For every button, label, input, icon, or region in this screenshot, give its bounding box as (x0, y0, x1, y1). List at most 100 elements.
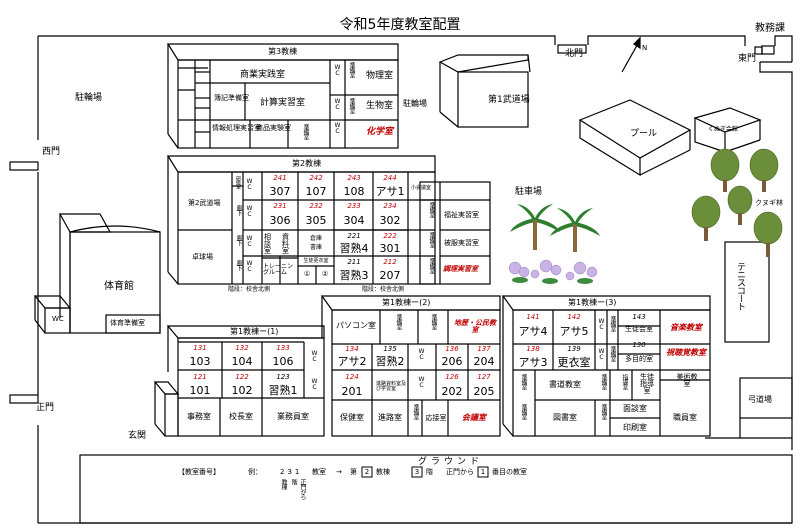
c305: 305 (305, 214, 327, 227)
r124: 124 (345, 373, 359, 381)
r122: 122 (235, 373, 249, 381)
r121: 121 (193, 373, 207, 381)
r135: 135 (383, 345, 397, 353)
b11-title: 第1教棟ー(1) (230, 327, 279, 336)
b13-library: 図書室 (553, 413, 577, 422)
b3-product: 商品実験室 (256, 124, 291, 132)
c306: 306 (269, 214, 291, 227)
r244: 244 (383, 174, 397, 182)
b13-interview: 面談室 (623, 404, 647, 413)
b3-physics: 物理室 (366, 71, 394, 81)
b13-prep-6: 準備室 (600, 404, 607, 419)
r243: 243 (347, 174, 361, 182)
b12-career: 進路資料室及び学習室 (376, 381, 407, 392)
b2-clothing: 被服実習室 (444, 239, 479, 247)
r233: 233 (347, 202, 361, 210)
b12-geo: 地歴・公民教室 (454, 319, 496, 334)
b12-health: 保健室 (340, 413, 364, 422)
b11-wc-2: WC (311, 378, 318, 390)
b13-print: 印刷室 (623, 423, 647, 432)
b2-wc-3: WC (246, 235, 253, 247)
b2-hall-3: 廊下 (235, 260, 242, 270)
r242: 242 (309, 174, 323, 182)
b12-wc-2: WC (418, 376, 425, 388)
b3-wc-1: WC (334, 64, 341, 76)
b2-hall-2: 廊下 (235, 235, 242, 245)
east-gate-label: 東門 (738, 54, 757, 64)
asa1: アサ1 (375, 185, 405, 198)
archery-label: 弓道場 (748, 395, 772, 404)
b13-music: 音楽教室 (670, 323, 702, 332)
r222: 222 (383, 232, 397, 240)
c301: 301 (379, 242, 401, 255)
b2-stairs2: 階段：校舎北側 (362, 286, 405, 293)
shujuku4: 習熟4 (339, 242, 369, 255)
b2-title: 第2教棟 (292, 159, 322, 168)
b12-path: 進路室 (378, 413, 402, 422)
b11-wc-1: WC (311, 350, 318, 362)
tree-icon (691, 148, 783, 257)
bike-parking-label: 駐輪場 (75, 93, 103, 103)
c205: 205 (473, 385, 495, 398)
r143: 143 (632, 313, 646, 321)
b2-changing: 生徒更衣室 (303, 258, 329, 264)
r138: 138 (526, 345, 540, 353)
legend-part5: 番目の教室 (492, 468, 527, 476)
b12-prep-3: 準備室 (412, 404, 419, 419)
legend-box3: 1 (480, 468, 486, 476)
b3-chemistry: 化学室 (366, 127, 394, 137)
b2-hall-1: 廊下 (235, 205, 242, 215)
r137: 137 (477, 345, 491, 353)
b2-cooking: 調理実習室 (443, 265, 478, 273)
office-label: 教務課 (755, 23, 785, 34)
c103: 103 (189, 355, 211, 368)
b12-wc-1: WC (418, 348, 425, 360)
b2-wc-1: WC (246, 178, 253, 190)
b3-calc: 計算実習室 (260, 98, 306, 108)
r139: 139 (567, 345, 581, 353)
b12-reception: 応接室 (425, 414, 447, 422)
r123: 123 (276, 373, 290, 381)
b3-prep-3: 準備室 (348, 98, 355, 113)
kunugi-hall-label: くぬぎ会館 (708, 126, 738, 133)
c101: 101 (189, 384, 211, 397)
b2-stairs1: 階段：校舎北側 (228, 286, 271, 293)
legend-box2: 3 (414, 468, 420, 476)
legend-sub3: 正門から (299, 479, 306, 499)
b13-prep-1: 準備室 (609, 316, 616, 331)
b13-prep-4: 準備室 (520, 404, 527, 419)
entrance-label: 玄関 (128, 431, 147, 441)
c107: 107 (305, 185, 327, 198)
b13-title: 第1教棟ー(3) (568, 298, 617, 307)
b12-meeting: 会議室 (462, 413, 486, 422)
c102: 102 (231, 384, 253, 397)
gym-wc: WC (52, 315, 64, 323)
bike-parking2-label: 駐輪場 (403, 99, 427, 108)
b11-principal: 校長室 (229, 412, 253, 421)
c201: 201 (341, 385, 363, 398)
b2-storage: 倉庫 (309, 235, 323, 242)
c202: 202 (441, 385, 463, 398)
gym-prep: 体育準備室 (110, 319, 145, 327)
b3-prep-2: 準備室 (348, 62, 355, 77)
legend-sub1: 教棟 (280, 479, 287, 489)
c307: 307 (269, 185, 291, 198)
b13-multi: 多目的室 (625, 355, 653, 363)
north-gate-label: 北門 (565, 49, 584, 59)
shujuku1: 習熟1 (268, 384, 298, 397)
asa5: アサ5 (559, 325, 589, 338)
c304: 304 (343, 214, 365, 227)
b11-staff: 業務員室 (277, 412, 309, 421)
shujuku3: 習熟3 (339, 269, 369, 282)
b2-prep-3: 準備室 (428, 258, 435, 273)
north-icon: N (642, 44, 648, 52)
r141: 141 (526, 313, 540, 321)
r212: 212 (383, 258, 397, 266)
kunugi-forest-label: クヌギ林 (755, 199, 783, 207)
b2-dojo2: 第2武道場 (188, 199, 221, 207)
b13-wc-1: WC (598, 318, 605, 330)
r211: 211 (347, 258, 361, 266)
b12-prep-2: 準備室 (430, 314, 437, 329)
b2-training: トレーニングルーム (263, 263, 294, 276)
